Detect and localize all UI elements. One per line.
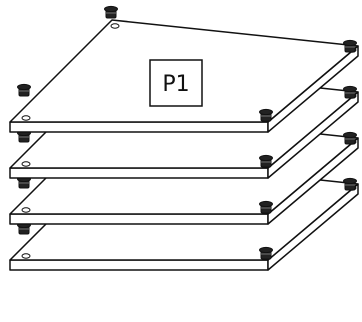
plate-hole [21,115,31,121]
foot-front [259,246,273,260]
plate-hole [21,253,31,259]
foot-front [259,200,273,214]
plate-label: P1 [162,72,189,97]
plate-hole [110,23,120,29]
foot-front [259,108,273,122]
foot-right [343,39,357,53]
plate-hole [21,207,31,213]
plate-label-box: P1 [149,59,203,107]
foot-left [17,83,31,97]
foot-right [343,131,357,145]
foot-right [343,177,357,191]
foot-front [259,154,273,168]
foot-right [343,85,357,99]
foot-back [104,5,118,19]
plate-hole [21,161,31,167]
plate-stack [9,5,359,271]
